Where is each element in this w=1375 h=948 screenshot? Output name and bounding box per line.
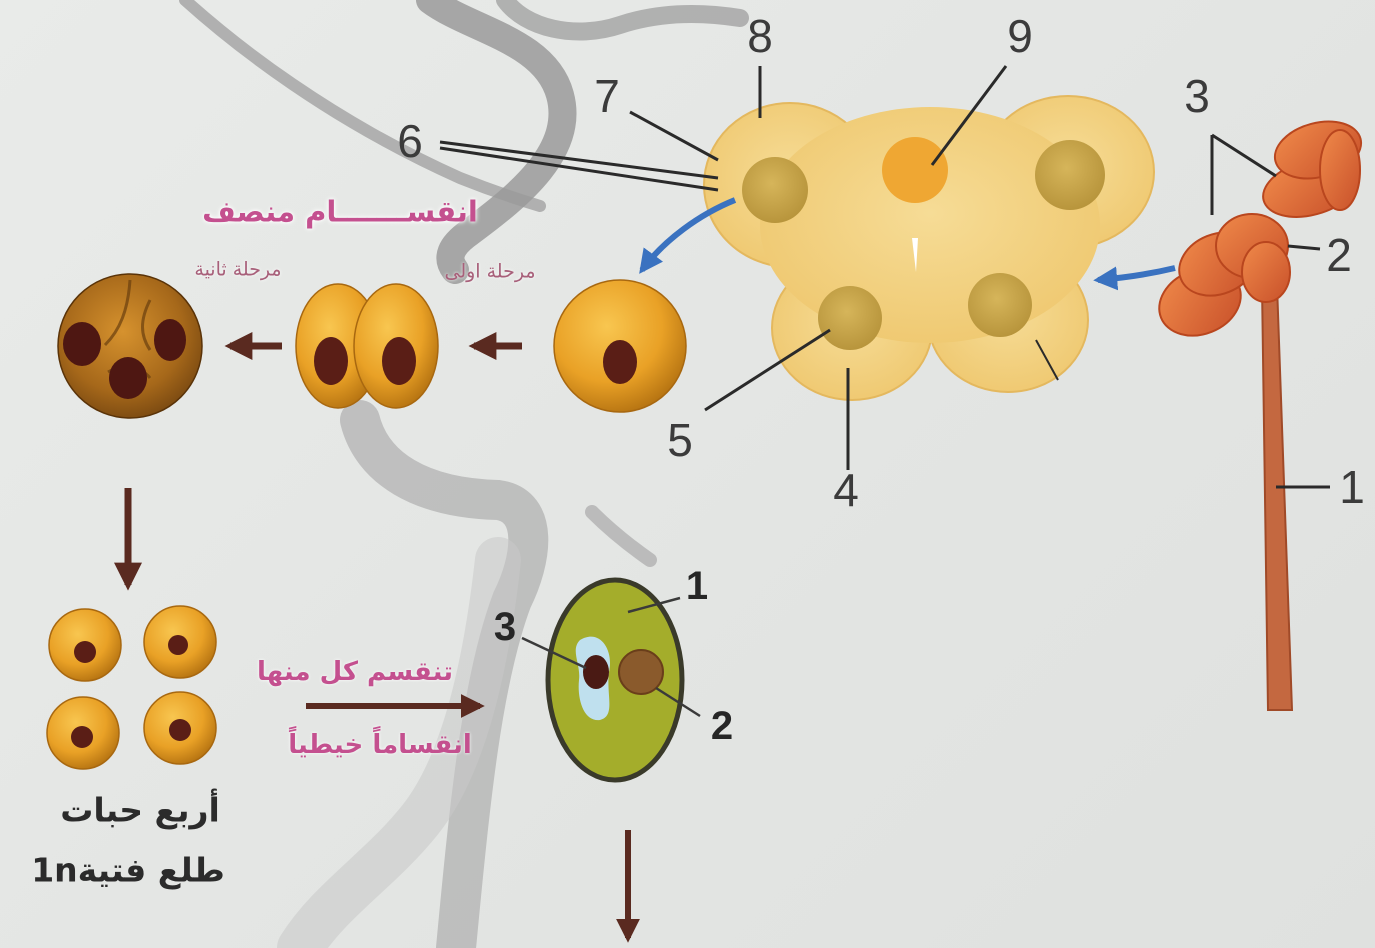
dyad-nucleus-right xyxy=(382,337,416,385)
dyad-cells xyxy=(296,284,438,408)
anther-lobe xyxy=(1242,242,1290,302)
anther-upper xyxy=(1257,113,1368,227)
mitosis-caption-line1: تنقسم كل منها xyxy=(257,659,453,685)
label-pollen-2: 2 xyxy=(711,704,733,748)
mitosis-caption-line2: انقساماً خيطياً xyxy=(288,732,472,758)
label-6: 6 xyxy=(397,115,423,167)
tetrad-nucleus xyxy=(154,319,186,361)
microspore-nucleus xyxy=(74,641,96,663)
dyad-nucleus-left xyxy=(314,337,348,385)
blue-arrow-to-cross-section xyxy=(1098,268,1175,280)
anther-lobe xyxy=(1320,130,1360,210)
pollen-sac-bottom-right xyxy=(968,273,1032,337)
stage-one-label: مرحلة اولى xyxy=(444,263,535,282)
label-3-anther: 3 xyxy=(1184,70,1210,122)
label-7: 7 xyxy=(594,70,620,122)
label-pollen-1: 1 xyxy=(686,564,708,608)
microspore-nucleus xyxy=(168,635,188,655)
swoosh-top-dark xyxy=(430,0,563,270)
mother-cell-nucleus xyxy=(603,340,637,384)
swoosh-top-small xyxy=(505,0,740,32)
tetrad-nucleus xyxy=(63,322,101,366)
leader-line-7 xyxy=(630,112,718,160)
background-swooshes xyxy=(185,0,740,948)
stage-two-label: مرحلة ثانية xyxy=(194,261,281,280)
meiosis-title: انقســـــــام منصف xyxy=(202,198,478,227)
pollen-sac-bottom-left xyxy=(818,286,882,350)
vascular-bundle xyxy=(882,137,948,203)
tetrad-nucleus xyxy=(109,357,147,399)
label-2-anther: 2 xyxy=(1326,229,1352,281)
microspore-nucleus xyxy=(169,719,191,741)
generative-nucleus xyxy=(583,655,609,689)
label-4: 4 xyxy=(833,464,859,516)
tetrad xyxy=(58,274,202,418)
leader-line-2 xyxy=(1288,246,1320,249)
filament xyxy=(1262,285,1292,710)
swoosh-small-dash xyxy=(592,512,650,560)
stamen: 3 2 1 xyxy=(1149,70,1367,710)
four-microspores xyxy=(47,606,216,769)
label-5: 5 xyxy=(667,414,693,466)
result-caption-line1: أربع حبات xyxy=(60,794,220,827)
microspore-nucleus xyxy=(71,726,93,748)
label-pollen-3: 3 xyxy=(494,605,516,649)
pollen-mother-cell xyxy=(554,280,686,412)
label-8: 8 xyxy=(747,10,773,62)
result-caption-line2: طلع فتية1n xyxy=(31,854,225,887)
label-1-filament: 1 xyxy=(1339,461,1365,513)
label-9: 9 xyxy=(1007,10,1033,62)
pollen-sac-top-left xyxy=(742,157,808,223)
pollen-sac-top-right xyxy=(1035,140,1105,210)
